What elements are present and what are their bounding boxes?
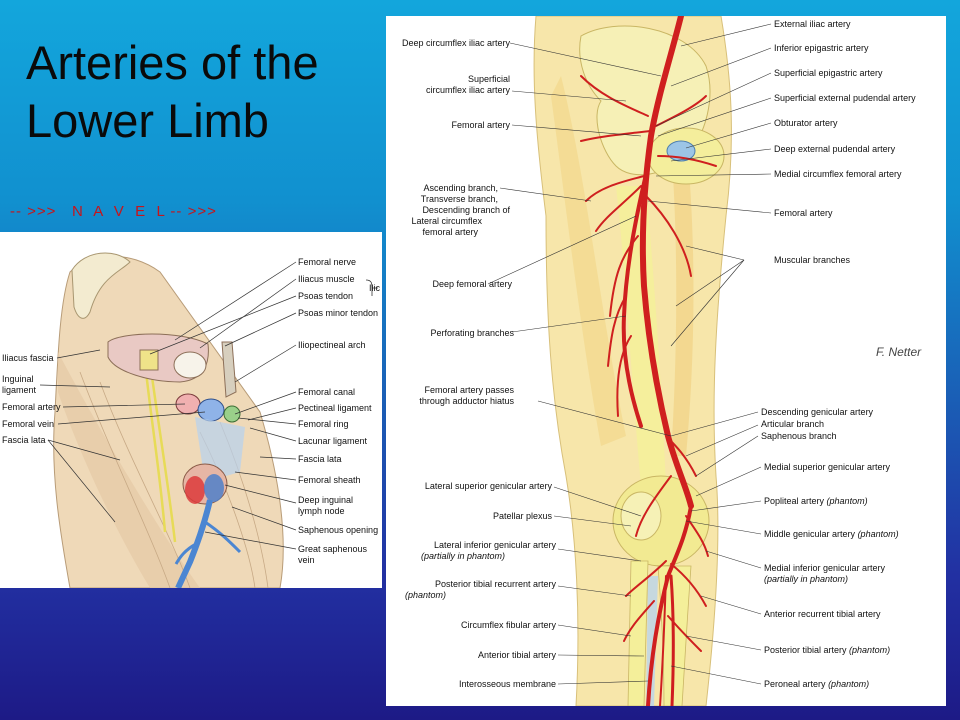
posterior-tibial-name: Posterior tibial artery (764, 645, 847, 655)
leg-label-superficial-epigastric: Superficial epigastric artery (774, 68, 883, 78)
leg-label-medial-inferior-genicular: Medial inferior genicular artery (764, 563, 886, 573)
ft-label-iliacus-fascia: Iliacus fascia (2, 353, 54, 363)
ft-label-femoral-nerve: Femoral nerve (298, 257, 356, 267)
peroneal-name: Peroneal artery (764, 679, 826, 689)
femoral-triangle-illustration: Ilic Femoral nerve Iliacus muscle Psoas … (0, 232, 382, 590)
leg-label-posterior-tibial-recurrent: Posterior tibial recurrent artery (435, 579, 557, 589)
leg-label-peroneal: Peroneal artery (phantom) (764, 679, 869, 689)
ft-label-iliacus-muscle: Iliacus muscle (298, 274, 355, 284)
ft-label-great-saphenous: Great saphenous (298, 544, 368, 554)
ft-label-iliopectineal-arch: Iliopectineal arch (298, 340, 366, 350)
femoral-triangle-drawing: Ilic Femoral nerve Iliacus muscle Psoas … (2, 252, 380, 590)
leg-label-deep-circumflex-iliac: Deep circumflex iliac artery (402, 38, 511, 48)
leg-label-descending-branch: Descending branch of (422, 205, 510, 215)
leg-arteries-illustration: F. Netter (386, 13, 946, 708)
leg-label-lateral-superior-genicular: Lateral superior genicular artery (425, 481, 553, 491)
title-line-1: Arteries of the (26, 36, 319, 89)
peroneal-phantom: (phantom) (828, 679, 869, 689)
leg-label-deep-ext-pudendal: Deep external pudendal artery (774, 144, 896, 154)
bracket-label: Ilic (369, 283, 380, 293)
ft-label-fascia-lata-left: Fascia lata (2, 435, 46, 445)
ft-label-inguinal: Inguinal (2, 374, 34, 384)
leg-label-middle-genicular: Middle genicular artery (phantom) (764, 529, 899, 539)
ft-label-femoral-canal: Femoral canal (298, 387, 355, 397)
posterior-tibial-recurrent-phantom: (phantom) (405, 590, 446, 600)
ft-label-femoral-ring: Femoral ring (298, 419, 349, 429)
leg-label-popliteal: Popliteal artery (phantom) (764, 496, 868, 506)
leg-label-femoral-artery-left: Femoral artery (451, 120, 510, 130)
leg-label-femoral-artery-lc: femoral artery (422, 227, 478, 237)
ft-label-psoas-minor-tendon: Psoas minor tendon (298, 308, 378, 318)
popliteal-phantom: (phantom) (827, 496, 868, 506)
leg-label-circumflex-iliac: circumflex iliac artery (426, 85, 511, 95)
leg-label-transverse-branch: Transverse branch, (421, 194, 498, 204)
leg-label-femoral-artery-right: Femoral artery (774, 208, 833, 218)
ft-label-psoas-tendon: Psoas tendon (298, 291, 353, 301)
ft-label-ligament: ligament (2, 385, 37, 395)
leg-label-deep-femoral: Deep femoral artery (432, 279, 512, 289)
leg-label-medial-superior-genicular: Medial superior genicular artery (764, 462, 891, 472)
leg-label-perforating: Perforating branches (430, 328, 514, 338)
leg-label-articular-branch: Articular branch (761, 419, 824, 429)
leg-label-superficial-ext-pudendal: Superficial external pudendal artery (774, 93, 916, 103)
leg-label-descending-genicular: Descending genicular artery (761, 407, 874, 417)
title-line-2: Lower Limb (26, 94, 269, 147)
leg-label-lateral-inferior-genicular: Lateral inferior genicular artery (434, 540, 557, 550)
leg-label-adductor-hiatus-2: through adductor hiatus (419, 396, 514, 406)
ft-label-femoral-sheath: Femoral sheath (298, 475, 361, 485)
leg-label-ascending-branch: Ascending branch, (423, 183, 498, 193)
middle-genicular-name: Middle genicular artery (764, 529, 856, 539)
leg-label-anterior-tibial: Anterior tibial artery (478, 650, 557, 660)
leg-label-saphenous-branch: Saphenous branch (761, 431, 837, 441)
ft-label-saphenous-opening: Saphenous opening (298, 525, 378, 535)
leg-label-muscular-branches: Muscular branches (774, 255, 851, 265)
leg-label-superficial: Superficial (468, 74, 510, 84)
ft-label-femoral-artery: Femoral artery (2, 402, 61, 412)
leg-label-posterior-tibial: Posterior tibial artery (phantom) (764, 645, 890, 655)
ft-label-lacunar-ligament: Lacunar ligament (298, 436, 368, 446)
netter-signature: F. Netter (876, 345, 922, 359)
leg-label-interosseous-membrane: Interosseous membrane (459, 679, 556, 689)
leg-label-adductor-hiatus-1: Femoral artery passes (424, 385, 514, 395)
slide-title: Arteries of the Lower Limb (26, 34, 376, 150)
leg-label-external-iliac: External iliac artery (774, 19, 851, 29)
leg-label-lateral-circumflex: Lateral circumflex (411, 216, 482, 226)
lateral-inferior-partial-phantom: (partially in phantom) (421, 551, 505, 561)
leg-label-inferior-epigastric: Inferior epigastric artery (774, 43, 869, 53)
leg-label-obturator: Obturator artery (774, 118, 838, 128)
navel-mnemonic: -- >>> N A V E L -- >>> (10, 203, 217, 220)
ft-label-femoral-vein: Femoral vein (2, 419, 54, 429)
leg-label-anterior-recurrent-tibial: Anterior recurrent tibial artery (764, 609, 881, 619)
leg-arteries-drawing: F. Netter (402, 13, 922, 708)
middle-genicular-phantom: (phantom) (858, 529, 899, 539)
popliteal-name: Popliteal artery (764, 496, 825, 506)
leg-label-medial-circumflex: Medial circumflex femoral artery (774, 169, 902, 179)
leg-label-patellar-plexus: Patellar plexus (493, 511, 553, 521)
leg-label-circumflex-fibular: Circumflex fibular artery (461, 620, 557, 630)
ft-label-fascia-lata: Fascia lata (298, 454, 342, 464)
ft-label-deep-inguinal: Deep inguinal (298, 495, 353, 505)
ft-label-pectineal-ligament: Pectineal ligament (298, 403, 372, 413)
ft-label-vein: vein (298, 555, 315, 565)
ft-label-lymph-node: lymph node (298, 506, 345, 516)
posterior-tibial-phantom: (phantom) (849, 645, 890, 655)
medial-inferior-partial-phantom: (partially in phantom) (764, 574, 848, 584)
